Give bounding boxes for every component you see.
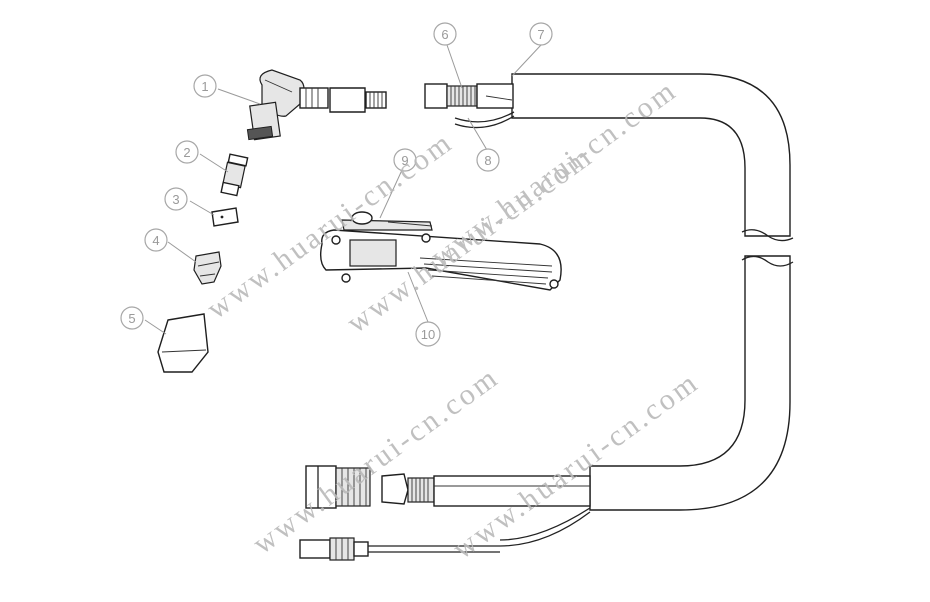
torch-neck-part-1: [246, 69, 329, 141]
callout-label-3: 3: [172, 192, 179, 207]
callout-4: 4: [144, 228, 168, 252]
callout-label-10: 10: [421, 327, 435, 342]
hose-sheath: [511, 73, 794, 511]
callout-label-7: 7: [537, 27, 544, 42]
callout-9: 9: [393, 148, 417, 172]
callout-6: 6: [433, 22, 457, 46]
tip-part-4: [193, 251, 222, 285]
callout-label-8: 8: [484, 153, 491, 168]
trigger-part-9: [341, 211, 433, 231]
callout-8: 8: [476, 148, 500, 172]
swirl-ring-part-3: [211, 207, 239, 227]
bottom-power-connector: [305, 465, 591, 509]
callout-7: 7: [529, 22, 553, 46]
callout-label-2: 2: [183, 145, 190, 160]
callout-5: 5: [120, 306, 144, 330]
handle-part-10: [319, 229, 562, 291]
callout-2: 2: [175, 140, 199, 164]
electrode-part-2: [220, 153, 249, 197]
callout-label-4: 4: [152, 233, 159, 248]
shield-cup-part-5: [157, 313, 209, 373]
bottom-signal-connector: [299, 507, 591, 561]
callout-leaders: [144, 44, 542, 335]
callout-label-1: 1: [201, 79, 208, 94]
callout-label-9: 9: [401, 153, 408, 168]
callout-3: 3: [164, 187, 188, 211]
callout-1: 1: [193, 74, 217, 98]
callout-10: 10: [415, 321, 441, 347]
callout-label-5: 5: [128, 311, 135, 326]
top-cable-assembly: [329, 83, 515, 129]
callout-label-6: 6: [441, 27, 448, 42]
